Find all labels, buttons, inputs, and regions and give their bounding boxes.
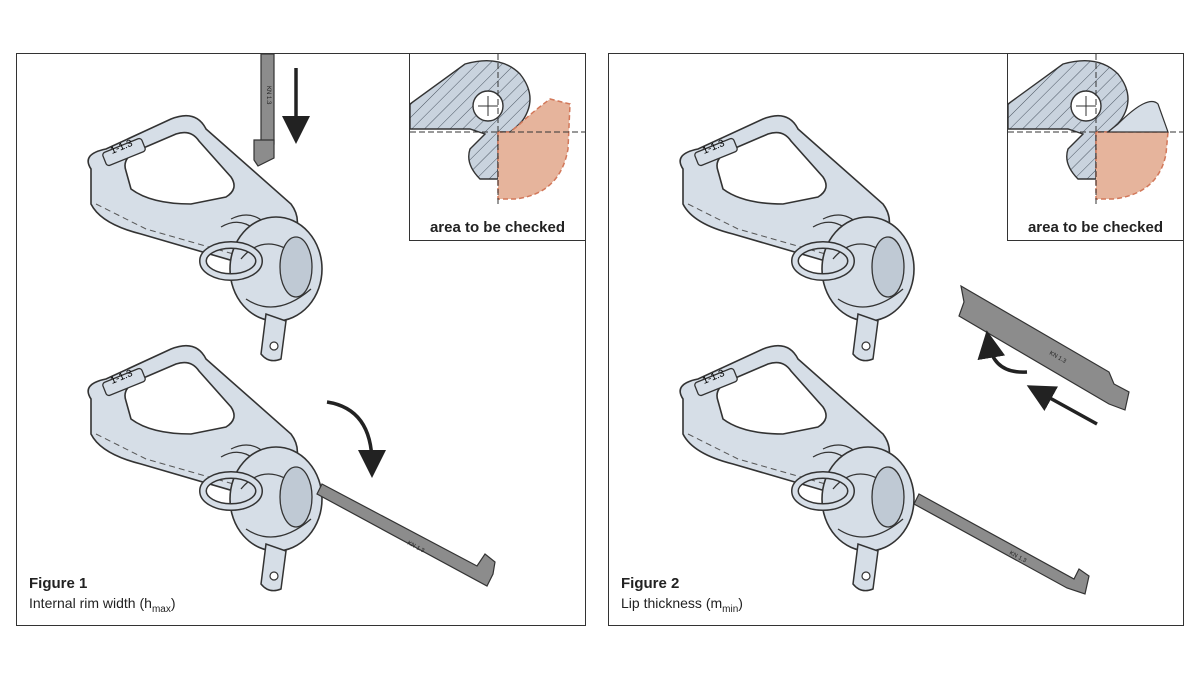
figure-2-caption: Figure 2 Lip thickness (mmin): [621, 575, 743, 615]
inset-caption: area to be checked: [1027, 219, 1164, 236]
insert-arrow-icon: [1026, 385, 1098, 426]
figure-1-illustration: KN 1.3 KN 1.3 1-1.31-1.3: [17, 54, 496, 625]
caption-text: Internal rim width (hmax): [29, 595, 176, 615]
svg-text:KN 1.3: KN 1.3: [265, 86, 271, 105]
gauge-vertical: KN 1.3: [253, 54, 275, 167]
figure-1-caption: Figure 1 Internal rim width (hmax): [29, 575, 176, 615]
gauge-inserted: KN 1.3: [316, 483, 496, 587]
rotate-arrow-icon: [326, 400, 386, 478]
inset-caption: area to be checked: [429, 219, 566, 236]
figure-2-illustration: KN 1.3 KN 1.3 1-1.31-1.3: [609, 54, 1130, 595]
figure-1-section-view: [410, 54, 586, 204]
figure-label: Figure 2: [621, 575, 680, 593]
figure-2-inset: area to be checked: [1007, 54, 1184, 241]
figure-label: Figure 1: [29, 575, 88, 593]
figure-1-inset: area to be checked: [409, 54, 586, 241]
gauge-inserted: KN 1.3: [913, 493, 1090, 595]
caption-text: Lip thickness (mmin): [621, 595, 743, 615]
figure-2-section-view: [1008, 54, 1184, 204]
rotate-arrow-icon: [977, 330, 1028, 374]
gauge-floating: KN 1.3: [958, 284, 1130, 411]
